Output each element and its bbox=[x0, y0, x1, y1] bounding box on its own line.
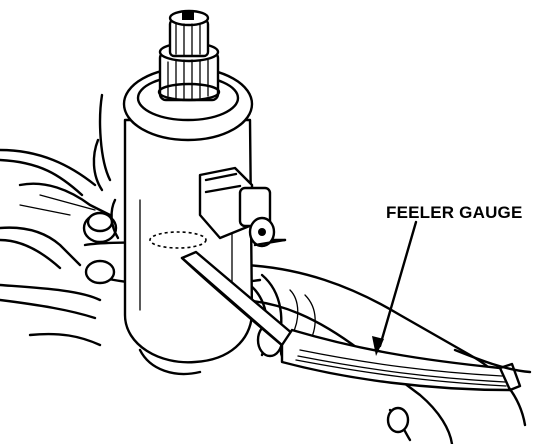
pinion-reference-circle bbox=[149, 231, 207, 249]
leader-arrow bbox=[372, 220, 418, 356]
input-shaft bbox=[157, 9, 221, 102]
feeler-gauge-label: FEELER GAUGE bbox=[386, 203, 523, 222]
frame-member bbox=[0, 148, 112, 347]
electrical-connector bbox=[198, 166, 287, 248]
feeler-gauge bbox=[180, 250, 522, 392]
